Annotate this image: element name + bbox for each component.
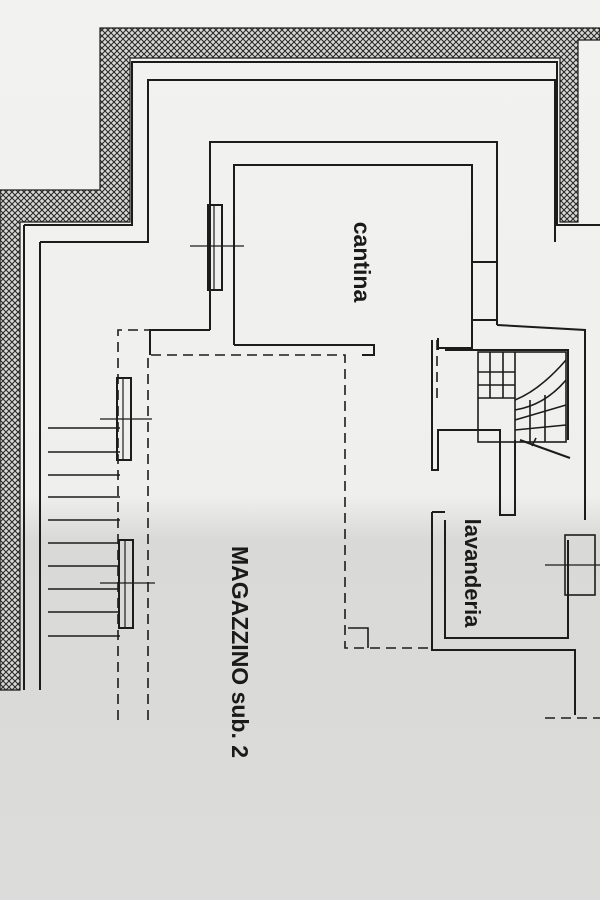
label-cantina: cantina <box>349 222 375 303</box>
lavanderia-walls <box>431 320 586 715</box>
left-steps <box>48 427 120 637</box>
cantina-window <box>190 204 244 291</box>
left-windows <box>100 377 155 629</box>
outer-wall <box>23 61 600 690</box>
right-window <box>545 534 600 596</box>
cantina-walls <box>149 141 498 356</box>
dashed-corner-box <box>348 627 369 648</box>
label-magazzino: MAGAZZINO sub. 2 <box>227 546 253 758</box>
stair <box>477 351 571 459</box>
label-lavanderia: lavanderia <box>460 519 485 629</box>
retaining-wall <box>0 27 600 691</box>
